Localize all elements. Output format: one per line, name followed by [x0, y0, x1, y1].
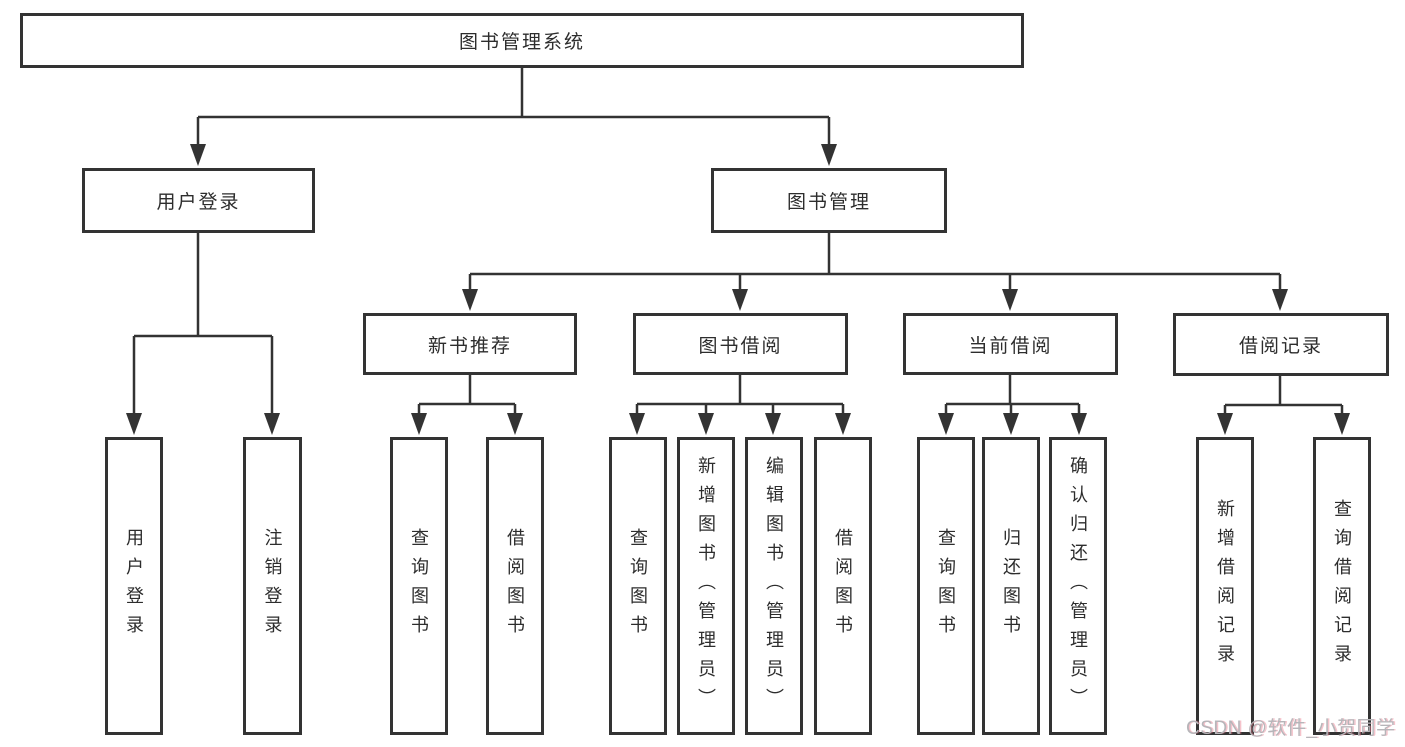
leaf-borrow-book-recommend: 借阅图书 [486, 437, 544, 735]
arrow-icon [1272, 289, 1288, 311]
arrow-icon [835, 413, 851, 435]
leaf-add-borrow-record-label: 新增借阅记录 [1215, 499, 1235, 673]
leaf-query-borrow-record: 查询借阅记录 [1313, 437, 1371, 735]
leaf-logout-login: 注销登录 [243, 437, 302, 735]
arrow-icon [821, 144, 837, 166]
node-borrow-record-label: 借阅记录 [1238, 336, 1323, 357]
arrow-icon [1071, 413, 1087, 435]
connector-book-management-to-level3 [468, 233, 1282, 290]
arrow-icon [411, 413, 427, 435]
leaf-user-login: 用户登录 [105, 437, 163, 735]
arrow-icon [462, 289, 478, 311]
arrow-icon [126, 413, 142, 435]
leaf-query-book-borrow-label: 查询图书 [628, 528, 648, 644]
leaf-query-book-borrow: 查询图书 [609, 437, 667, 735]
leaf-query-book-recommend: 查询图书 [390, 437, 448, 735]
arrow-icon [765, 413, 781, 435]
arrow-icon [1002, 289, 1018, 311]
leaf-borrow-book-label: 借阅图书 [833, 528, 853, 644]
leaf-confirm-return-admin: 确认归还（管理员） [1049, 437, 1107, 735]
leaf-add-borrow-record: 新增借阅记录 [1196, 437, 1254, 735]
node-book-borrow-label: 图书借阅 [698, 335, 783, 357]
node-user-login: 用户登录 [82, 168, 315, 233]
node-book-borrow: 图书借阅 [633, 313, 848, 375]
watermark: CSDN @软件_小贺同学 [1186, 718, 1396, 739]
node-library-system-label: 图书管理系统 [458, 32, 585, 53]
node-new-book-recommend: 新书推荐 [363, 313, 577, 375]
leaf-user-login-label: 用户登录 [124, 528, 144, 644]
arrow-icon [1003, 413, 1019, 435]
leaf-return-book: 归还图书 [982, 437, 1040, 735]
arrow-icon [629, 413, 645, 435]
connector-new-book-to-children [417, 375, 517, 414]
leaf-query-book-current-label: 查询图书 [936, 528, 956, 644]
leaf-edit-book-admin-label: 编辑图书（管理员） [764, 455, 784, 717]
leaf-add-book-admin-label: 新增图书（管理员） [696, 455, 716, 717]
node-book-management-label: 图书管理 [786, 192, 871, 213]
arrow-icon [190, 144, 206, 166]
leaf-edit-book-admin: 编辑图书（管理员） [745, 437, 803, 735]
connector-current-borrow-to-children [944, 375, 1081, 414]
leaf-query-book-current: 查询图书 [917, 437, 975, 735]
connector-book-borrow-to-children [635, 375, 845, 414]
leaf-query-borrow-record-label: 查询借阅记录 [1332, 499, 1352, 673]
leaf-confirm-return-admin-label: 确认归还（管理员） [1068, 455, 1088, 717]
node-current-borrow-label: 当前借阅 [968, 335, 1053, 357]
connector-root-to-level2 [196, 68, 831, 146]
leaf-borrow-book-recommend-label: 借阅图书 [505, 528, 525, 644]
arrow-icon [1334, 413, 1350, 435]
node-borrow-record: 借阅记录 [1173, 313, 1389, 376]
leaf-add-book-admin: 新增图书（管理员） [677, 437, 735, 735]
arrow-icon [507, 413, 523, 435]
arrow-icon [938, 413, 954, 435]
leaf-logout-login-label: 注销登录 [262, 528, 283, 644]
node-user-login-label: 用户登录 [156, 192, 241, 213]
node-library-system: 图书管理系统 [20, 13, 1024, 68]
arrow-icon [732, 289, 748, 311]
connector-user-login-to-children [132, 233, 274, 414]
node-current-borrow: 当前借阅 [903, 313, 1118, 375]
node-book-management: 图书管理 [711, 168, 947, 233]
leaf-query-book-recommend-label: 查询图书 [409, 528, 429, 644]
connector-borrow-record-to-children [1223, 375, 1344, 414]
arrow-icon [264, 413, 280, 435]
node-new-book-recommend-label: 新书推荐 [427, 335, 512, 357]
leaf-return-book-label: 归还图书 [1001, 528, 1021, 644]
arrow-icon [1217, 413, 1233, 435]
leaf-borrow-book: 借阅图书 [814, 437, 872, 735]
arrow-icon [698, 413, 714, 435]
